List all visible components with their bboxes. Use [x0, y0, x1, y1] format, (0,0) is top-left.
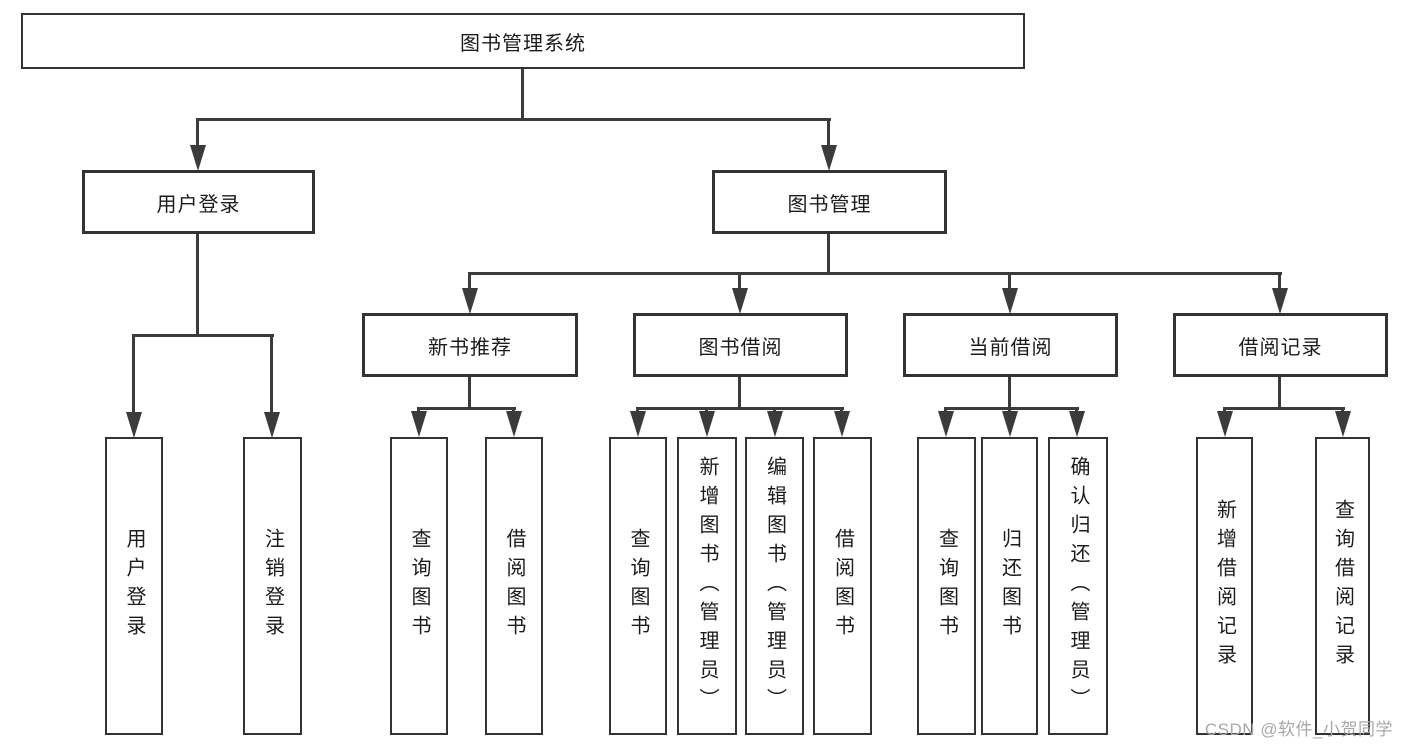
leaf-label: 借阅图书: [831, 528, 854, 644]
leaf-label: 借阅图书: [503, 528, 525, 644]
leaf-label: 查询图书: [627, 528, 649, 644]
node-label: 用户登录: [156, 193, 241, 216]
connector-drop: [270, 336, 273, 414]
connector-bar-current-borrow: [944, 407, 1079, 410]
arrow-down-icon: [938, 411, 954, 437]
node-new-book-recommend: 新书推荐: [362, 313, 578, 377]
node-book-borrow: 图书借阅: [633, 313, 848, 377]
arrow-down-icon: [699, 411, 715, 437]
leaf-add-book-admin: 新增图书（管理员）: [677, 437, 737, 735]
arrow-down-icon: [1002, 411, 1018, 437]
leaf-label: 编辑图书（管理员）: [763, 455, 786, 717]
leaf-query-books-current: 查询图书: [917, 437, 976, 735]
connector-bar-user-login: [132, 334, 274, 337]
connector-drop: [738, 274, 741, 290]
leaf-label: 新增借阅记录: [1213, 499, 1236, 673]
node-borrow-records: 借阅记录: [1173, 313, 1388, 377]
leaf-user-login: 用户登录: [105, 437, 163, 735]
leaf-label: 注销登录: [261, 528, 284, 644]
arrow-down-icon: [732, 288, 748, 314]
connector-drop: [827, 120, 830, 147]
leaf-label: 新增图书（管理员）: [696, 455, 718, 717]
csdn-watermark: CSDN @软件_小贺同学: [1204, 720, 1393, 739]
arrow-down-icon: [1069, 411, 1085, 437]
leaf-label: 查询图书: [408, 528, 430, 644]
connector-drop: [132, 336, 135, 414]
node-label: 图书管理: [787, 193, 872, 216]
node-label: 当前借阅: [968, 336, 1053, 359]
connector-drop: [1278, 274, 1281, 290]
leaf-query-books-borrow: 查询图书: [609, 437, 667, 735]
arrow-down-icon: [1335, 411, 1351, 437]
arrow-down-icon: [630, 411, 646, 437]
connector-stem-borrow-records: [1278, 375, 1281, 409]
leaf-borrow-books: 借阅图书: [813, 437, 872, 735]
arrow-down-icon: [411, 411, 427, 437]
leaf-label: 确认归还（管理员）: [1067, 455, 1089, 717]
node-current-borrow: 当前借阅: [903, 313, 1118, 377]
leaf-label: 归还图书: [998, 528, 1021, 644]
leaf-label: 用户登录: [123, 528, 145, 644]
node-label: 新书推荐: [428, 336, 512, 359]
node-label: 借阅记录: [1238, 336, 1323, 359]
leaf-add-borrow-record: 新增借阅记录: [1196, 437, 1253, 735]
node-user-login: 用户登录: [82, 170, 315, 234]
connector-stem-book-management: [827, 232, 830, 274]
connector-bar-root: [196, 118, 831, 121]
connector-stem-book-borrow: [738, 375, 741, 409]
leaf-borrow-books-recommend: 借阅图书: [485, 437, 543, 735]
connector-drop: [196, 120, 199, 147]
connector-drop: [468, 274, 471, 290]
node-label: 图书管理系统: [460, 32, 586, 55]
connector-bar-borrow-records: [1223, 407, 1345, 410]
arrow-down-icon: [264, 412, 280, 438]
arrow-down-icon: [462, 288, 478, 314]
leaf-query-borrow-record: 查询借阅记录: [1315, 437, 1370, 735]
arrow-down-icon: [821, 145, 837, 171]
connector-drop: [1008, 274, 1011, 290]
arrow-down-icon: [1272, 288, 1288, 314]
leaf-query-books-recommend: 查询图书: [390, 437, 448, 735]
arrow-down-icon: [506, 411, 522, 437]
arrow-down-icon: [1217, 411, 1233, 437]
connector-stem-new-book: [468, 375, 471, 409]
arrow-down-icon: [190, 145, 206, 171]
leaf-confirm-return-admin: 确认归还（管理员）: [1048, 437, 1108, 735]
node-library-management-system: 图书管理系统: [21, 13, 1025, 69]
connector-stem-user-login: [196, 232, 199, 336]
connector-bar-book-borrow: [636, 407, 844, 410]
leaf-label: 查询图书: [935, 528, 958, 644]
connector-bar-new-book: [417, 407, 516, 410]
leaf-logout-login: 注销登录: [243, 437, 302, 735]
leaf-label: 查询借阅记录: [1331, 499, 1354, 673]
arrow-down-icon: [126, 412, 142, 438]
arrow-down-icon: [1002, 288, 1018, 314]
leaf-return-books: 归还图书: [981, 437, 1038, 735]
arrow-down-icon: [767, 411, 783, 437]
leaf-edit-book-admin: 编辑图书（管理员）: [745, 437, 804, 735]
arrow-down-icon: [834, 411, 850, 437]
connector-stem-root: [521, 68, 524, 121]
connector-bar-book-management: [468, 272, 1282, 275]
node-label: 图书借阅: [698, 336, 783, 359]
connector-stem-current-borrow: [1008, 375, 1011, 409]
node-book-management: 图书管理: [712, 170, 947, 234]
